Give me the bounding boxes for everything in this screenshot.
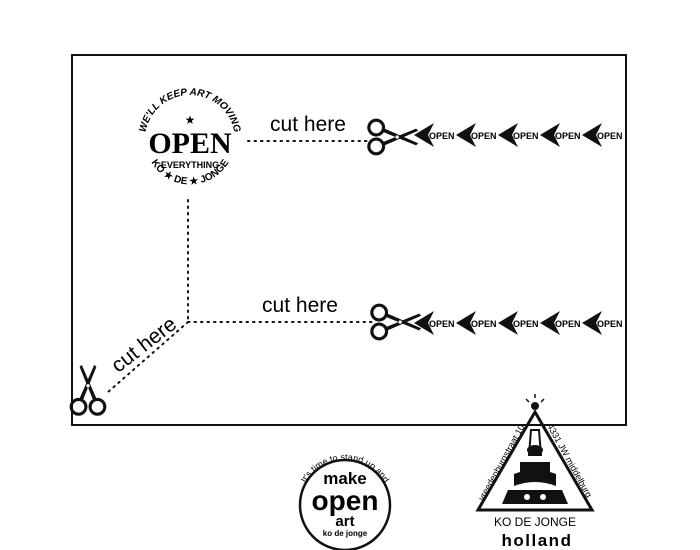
svg-text:OPEN: OPEN [555,319,581,329]
open-arrows-row-1: OPEN OPEN OPEN OPEN OPEN [414,123,623,147]
open-everything-stamp: WE'LL KEEP ART MOVING ★ OPEN EVERYTHING … [138,87,243,188]
svg-text:OPEN: OPEN [597,319,623,329]
svg-text:OPEN: OPEN [471,131,497,141]
open-arrow-icon: OPEN [582,311,623,335]
cut-here-label-diagonal: cut here [107,312,181,377]
scissors-icon [370,303,423,341]
cut-here-label-top: cut here [270,113,346,136]
stamp-make-word: make [323,469,366,488]
stamp-country-text: holland [502,531,573,550]
stamp-star: ★ [185,113,196,127]
svg-text:OPEN: OPEN [597,131,623,141]
svg-text:OPEN: OPEN [429,131,455,141]
open-arrow-icon: OPEN [582,123,623,147]
stamp-author: ko de jonge [323,529,368,538]
card-frame [71,54,627,426]
cut-here-label-middle: cut here [262,294,338,317]
open-arrow-icon: OPEN [498,123,539,147]
stamp-ring [298,458,392,550]
sun-rays-icon [525,394,545,403]
svg-text:OPEN: OPEN [471,319,497,329]
stamp-city-text: 4331 JW middelburg [545,422,594,499]
stamp-open-word: OPEN [148,127,232,160]
scissors-icon [69,363,107,416]
stamp-triangle [475,409,595,512]
dotted-cut-lines [107,140,373,393]
stamp-name-text: KO DE JONGE [494,515,576,529]
open-arrow-icon: OPEN [540,123,581,147]
open-arrow-icon: OPEN [414,123,455,147]
open-arrow-icon: OPEN [456,123,497,147]
svg-text:OPEN: OPEN [429,319,455,329]
stamp-art-word: art [335,513,354,530]
svg-text:OPEN: OPEN [555,131,581,141]
sun-icon [531,402,539,410]
tower-figure-icon [502,429,568,504]
stamp-sub-text: EVERYTHING [161,160,219,170]
scissors-icon [367,118,420,156]
address-stamp: vreedenburgstraat 10 4331 JW middelburg … [475,394,595,550]
open-arrow-icon: OPEN [456,311,497,335]
open-arrow-icon: OPEN [414,311,455,335]
stamp-open-word: open [312,485,379,516]
open-arrow-icon: OPEN [498,311,539,335]
svg-text:OPEN: OPEN [513,131,539,141]
make-open-art-stamp: It's time to stand up and make open art … [298,452,392,550]
open-arrow-icon: OPEN [540,311,581,335]
svg-text:OPEN: OPEN [513,319,539,329]
dotted-line-diagonal [107,321,189,393]
open-arrows-row-2: OPEN OPEN OPEN OPEN OPEN [414,311,623,335]
